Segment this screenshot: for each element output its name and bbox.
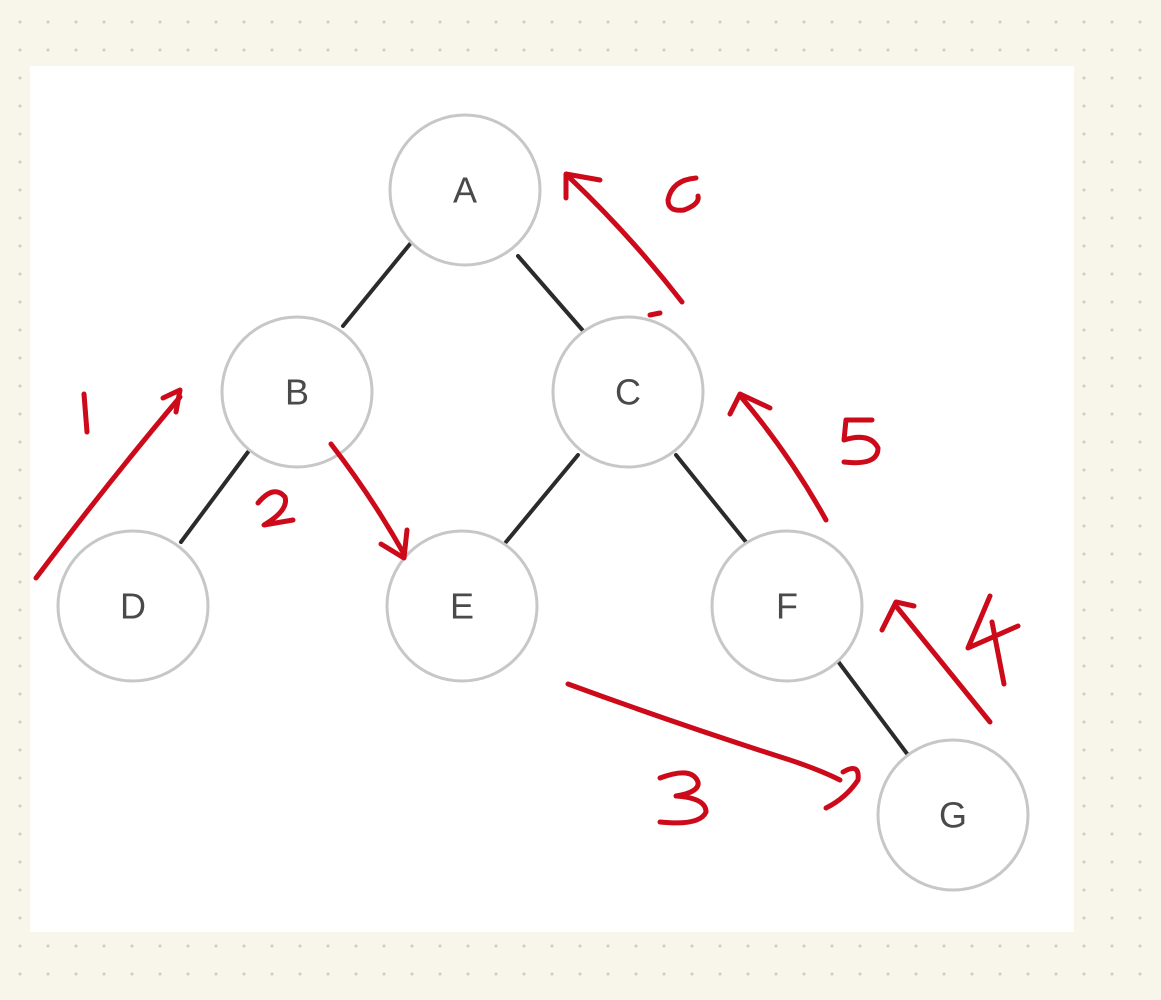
- step-6-tick: [647, 310, 663, 318]
- node-f-circle: [710, 529, 864, 683]
- node-f: F: [710, 529, 864, 683]
- node-g-circle: [876, 738, 1030, 892]
- edge-b-d: [179, 450, 250, 544]
- tree-nodes: A B C D E F G: [56, 113, 1030, 892]
- arrowhead-step-5: [727, 391, 773, 417]
- arrowhead-step-1: [160, 387, 183, 415]
- edge-c-f: [674, 453, 748, 544]
- annotation-step-5: [727, 391, 881, 523]
- node-a-circle: [388, 113, 542, 267]
- node-f-label: F: [776, 586, 798, 627]
- node-d: D: [56, 529, 210, 683]
- handwritten-annotations: [33, 171, 1021, 826]
- node-b-circle: [220, 315, 374, 469]
- arrowhead-step-6: [563, 171, 603, 201]
- node-c-label: C: [615, 372, 641, 413]
- arrowhead-step-3: [823, 765, 861, 811]
- node-d-label: D: [120, 586, 146, 627]
- node-g: G: [876, 738, 1030, 892]
- annotation-step-6: [563, 171, 701, 318]
- node-c-circle: [551, 315, 705, 469]
- annotation-step-4: [879, 593, 1021, 725]
- node-a-label: A: [453, 170, 477, 211]
- annotation-step-3: [565, 681, 861, 826]
- edge-f-g: [835, 658, 910, 757]
- node-b-label: B: [285, 372, 309, 413]
- annotation-step-2: [255, 441, 410, 561]
- arrow-step-1: [33, 394, 183, 581]
- annotation-step-1: [33, 387, 183, 581]
- arrowhead-step-2: [378, 527, 410, 561]
- edge-a-b: [341, 242, 412, 328]
- edge-a-c: [516, 254, 587, 335]
- node-e-circle: [385, 529, 539, 683]
- node-e: E: [385, 529, 539, 683]
- node-g-label: G: [939, 795, 967, 836]
- node-e-label: E: [450, 586, 474, 627]
- step-2-numeral: [255, 489, 296, 528]
- arrow-step-5: [739, 395, 829, 523]
- step-4-numeral: [965, 593, 1021, 687]
- node-b: B: [220, 315, 374, 469]
- step-6-numeral: [665, 175, 701, 213]
- step-5-numeral: [841, 417, 881, 466]
- node-c: C: [551, 315, 705, 469]
- arrow-step-6: [567, 175, 685, 305]
- node-d-circle: [56, 529, 210, 683]
- arrow-step-3: [565, 681, 843, 783]
- tree-edges: [179, 242, 910, 757]
- step-3-numeral: [657, 770, 709, 826]
- arrowhead-step-4: [879, 599, 917, 633]
- arrow-step-2: [328, 441, 407, 557]
- step-1-numeral: [81, 391, 90, 435]
- node-a: A: [388, 113, 542, 267]
- arrow-step-4: [893, 603, 993, 725]
- edge-c-e: [504, 453, 580, 544]
